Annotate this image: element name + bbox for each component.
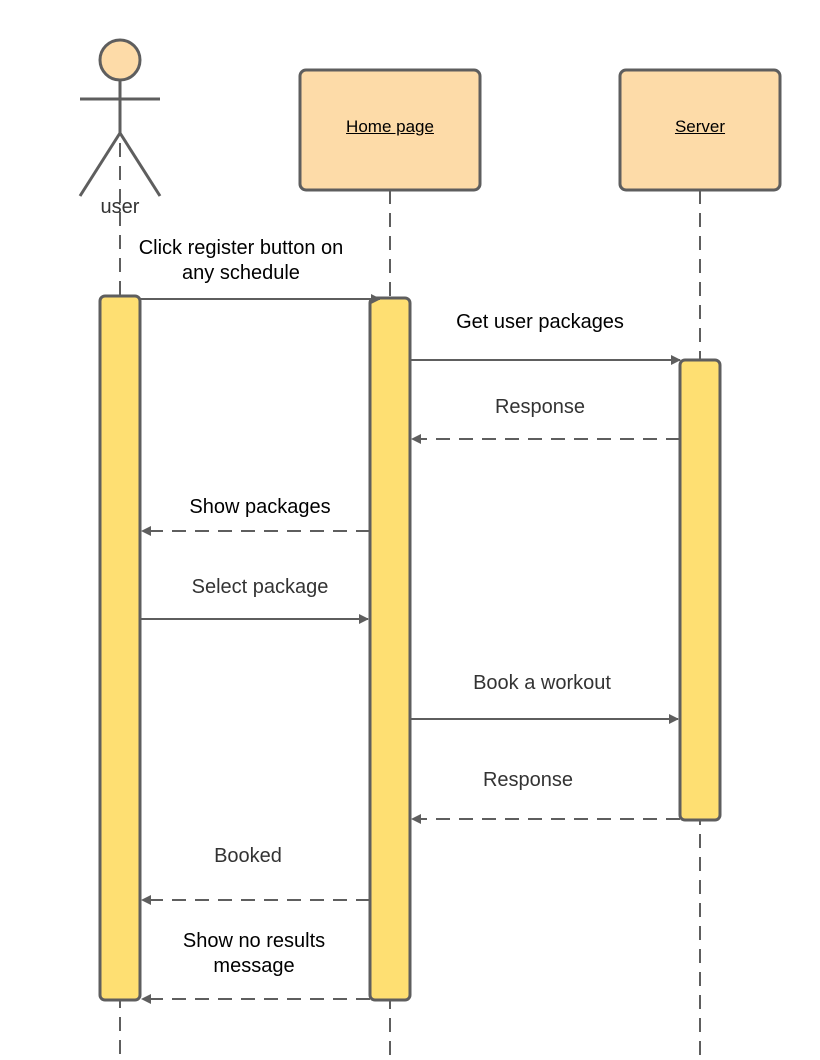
activation-user bbox=[98, 294, 142, 1002]
message-label-get-user-packages: Get user packages bbox=[456, 311, 624, 333]
actor-left-leg bbox=[78, 132, 122, 197]
participant-server-box bbox=[618, 68, 782, 192]
participant-server-title: Server bbox=[674, 117, 726, 136]
message-label-show-no-results: Show no results message bbox=[182, 930, 326, 977]
message-label-show-packages: Show packages bbox=[189, 496, 331, 518]
activation-home-page bbox=[368, 296, 412, 1002]
actor-head bbox=[98, 38, 142, 82]
message-label-booked: Booked bbox=[214, 845, 282, 867]
message-label-click-register: Click register button on any schedule bbox=[138, 237, 344, 284]
actor-user-label: user bbox=[100, 196, 140, 218]
participant-home-page-box bbox=[298, 68, 482, 192]
message-label-response-1: Response bbox=[494, 396, 586, 418]
actor-right-leg bbox=[118, 132, 162, 197]
message-label-select-package: Select package bbox=[191, 576, 329, 598]
message-label-response-2: Response bbox=[482, 769, 574, 791]
activation-server bbox=[678, 358, 722, 822]
participant-home-page-title: Home page bbox=[346, 117, 434, 136]
message-label-book-a-workout: Book a workout bbox=[473, 672, 611, 694]
